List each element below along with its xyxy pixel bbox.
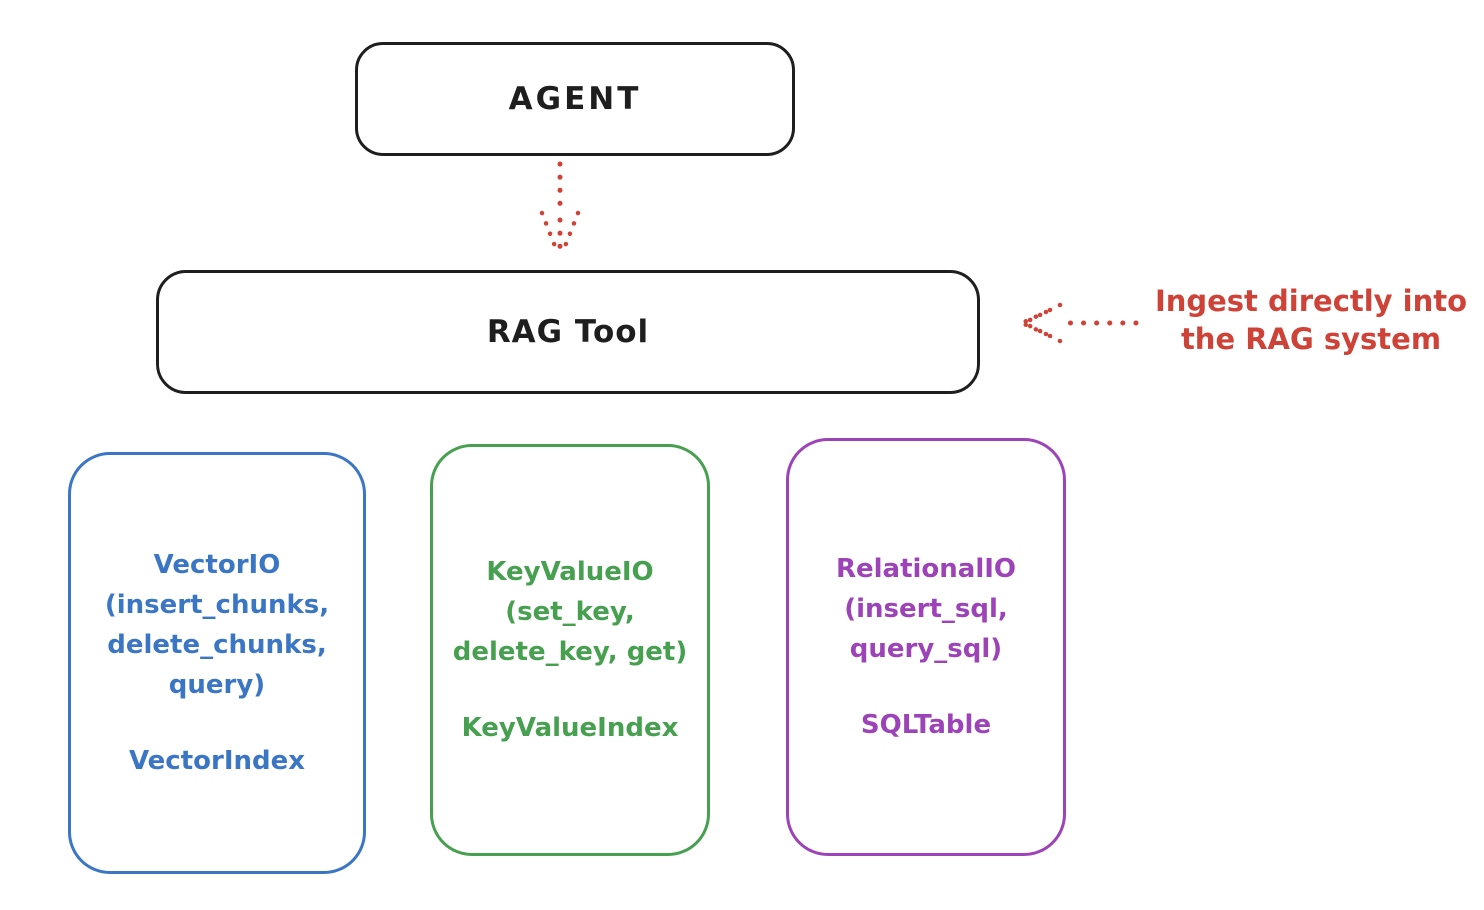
rag-tool-label: RAG Tool — [486, 314, 650, 350]
relational-io-methods: RelationalIO (insert_sql, query_sql) SQL… — [836, 549, 1016, 745]
keyvalue-io-line: KeyValueIO — [486, 557, 654, 587]
backend-vector-io-box: VectorIO (insert_chunks, delete_chunks, … — [68, 452, 366, 874]
annotation-arrow — [1019, 302, 1139, 344]
agent-box: AGENT — [355, 42, 795, 156]
ingest-annotation: Ingest directly into the RAG system — [1138, 282, 1484, 358]
vector-io-line: delete_chunks, — [107, 630, 327, 660]
relational-io-line: query_sql) — [849, 634, 1003, 664]
backend-relational-io-box: RelationalIO (insert_sql, query_sql) SQL… — [786, 438, 1066, 856]
keyvalue-io-line: delete_key, get) — [452, 637, 688, 667]
backend-keyvalue-io-box: KeyValueIO (set_key, delete_key, get) Ke… — [430, 444, 710, 856]
ingest-annotation-line1: Ingest directly into — [1154, 284, 1468, 318]
sql-table-label: SQLTable — [860, 710, 992, 740]
relational-io-line: (insert_sql, — [844, 594, 1008, 624]
agent-label: AGENT — [508, 81, 642, 117]
vector-index-label: VectorIndex — [128, 746, 306, 776]
vector-io-line: VectorIO — [153, 550, 281, 580]
agent-to-rag-arrow — [539, 161, 581, 260]
vector-io-line: (insert_chunks, — [104, 590, 330, 620]
keyvalue-io-line: (set_key, — [505, 597, 635, 627]
relational-io-line: RelationalIO — [835, 554, 1017, 584]
ingest-annotation-line2: the RAG system — [1180, 322, 1442, 356]
keyvalue-index-label: KeyValueIndex — [461, 713, 679, 743]
rag-tool-box: RAG Tool — [156, 270, 980, 394]
keyvalue-io-methods: KeyValueIO (set_key, delete_key, get) Ke… — [453, 552, 688, 748]
vector-io-line: query) — [168, 670, 266, 700]
vector-io-methods: VectorIO (insert_chunks, delete_chunks, … — [105, 545, 329, 781]
